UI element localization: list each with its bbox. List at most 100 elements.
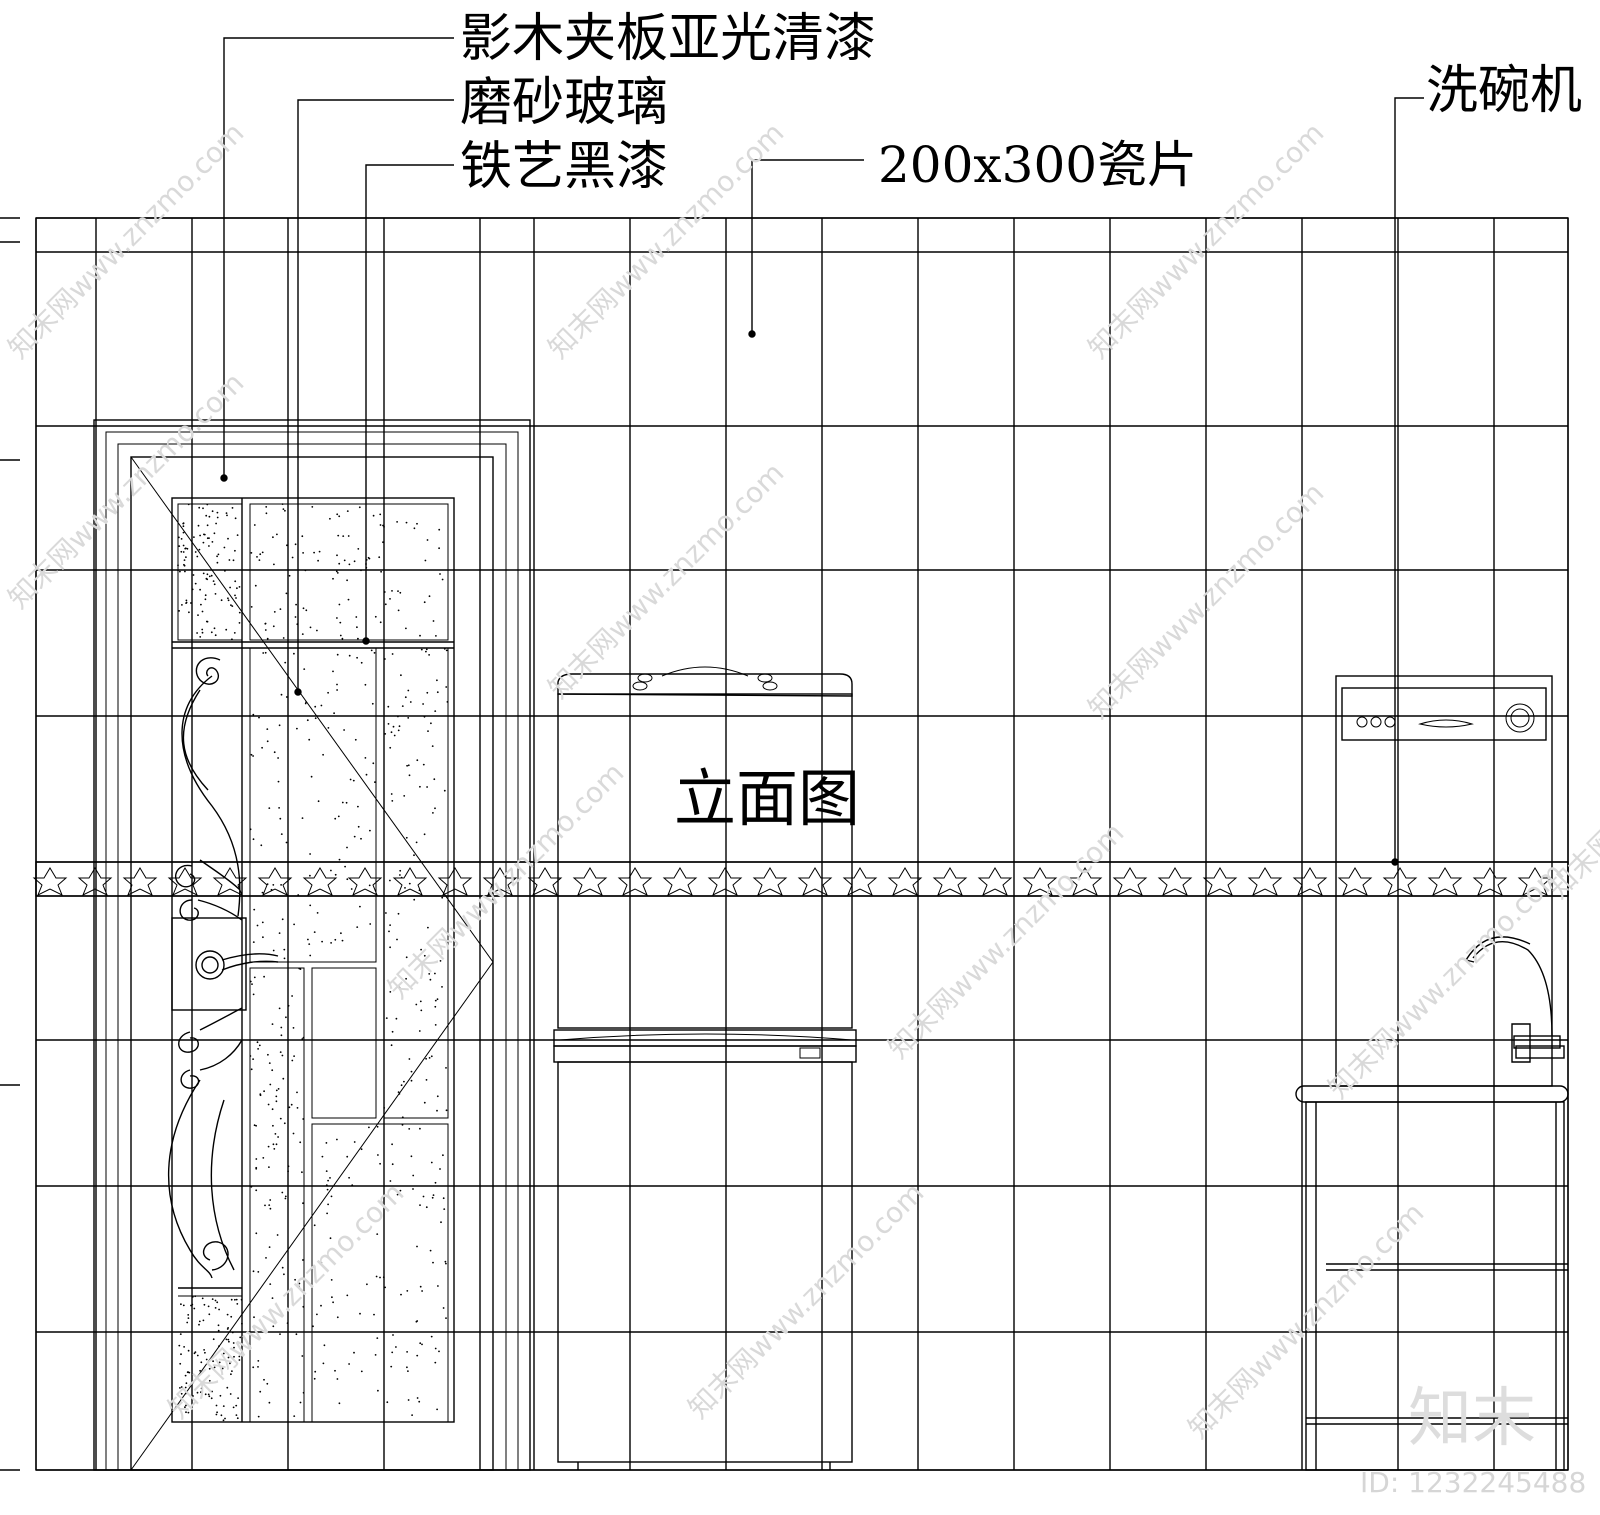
stipple-dot [313,551,315,554]
stipple-dot [187,1411,190,1414]
stipple-dot [343,729,345,731]
stipple-dot [211,541,214,543]
stipple-dot [179,1362,182,1365]
watermark-logo: 知末 [1408,1382,1536,1456]
watermark-text: 知末网www.znzmo.com [542,456,791,705]
stipple-dot [391,1163,394,1166]
stipple-dot [396,1193,399,1196]
stipple-dot [440,1221,442,1224]
stipple-dot [320,1261,323,1264]
stipple-dot [187,1317,190,1319]
stipple-dot [250,1068,253,1071]
stipple-dot [341,939,344,942]
stipple-dot [272,949,275,952]
stipple-dot [225,1338,228,1341]
stipple-dot [376,1125,379,1128]
stipple-dot [443,1208,446,1210]
stipple-dot [266,728,269,730]
stipple-dot [266,637,269,640]
stipple-dot [399,874,401,876]
star-motif [482,867,518,897]
stipple-dot [199,636,202,638]
stipple-dot [206,503,209,506]
star-motif [1382,867,1418,897]
stipple-dot [208,1313,211,1316]
stipple-dot [329,1177,331,1179]
stipple-dot [434,1024,437,1026]
stipple-dot [229,1362,231,1365]
stipple-dot [216,1301,219,1304]
stipple-dot [313,931,316,933]
stipple-dot [301,817,304,819]
stipple-dot [390,731,393,734]
stipple-dot [194,1351,197,1353]
stipple-dot [405,836,408,839]
stipple-dot [397,609,400,612]
stipple-dot [295,603,297,606]
stipple-dot [419,785,421,788]
stipple-dot [380,1201,383,1204]
stipple-dot [184,1386,187,1389]
stipple-dot [281,1191,284,1194]
stipple-dot [218,1308,221,1311]
stipple-dot [183,1346,186,1348]
stipple-dot [207,1305,210,1308]
stipple-dot [212,1338,215,1341]
stipple-dot [263,975,265,978]
stipple-dot [314,1370,317,1373]
stipple-dot [187,1314,190,1316]
stipple-dot [429,1249,432,1252]
stipple-dot [276,533,278,536]
stipple-dot [312,1325,314,1328]
stipple-dot [249,1345,252,1348]
stipple-dot [268,1246,271,1248]
stipple-dot [185,601,188,604]
stipple-dot [227,599,230,602]
stipple-dot [283,1122,286,1125]
stipple-dot [308,943,311,945]
stipple-dot [419,1285,422,1288]
stipple-dot [267,1103,270,1106]
stipple-dot [212,1360,215,1363]
stipple-dot [396,521,398,523]
stipple-dot [425,648,428,651]
stipple-dot [280,1034,283,1037]
stipple-dot [205,1358,208,1361]
stipple-dot [277,1088,280,1090]
stipple-dot [207,1393,210,1396]
stipple-dot [233,1355,235,1358]
stipple-dot [311,506,314,508]
star-motif [977,867,1013,897]
stipple-dot [439,573,441,575]
stipple-dot [348,654,351,657]
stipple-dot [383,526,385,528]
stipple-dot [274,1133,277,1135]
stipple-dot [184,570,186,573]
stipple-dot [252,993,255,996]
stipple-dot [275,1095,278,1098]
stipple-dot [299,1401,302,1404]
stipple-dot [213,627,216,630]
stipple-dot [258,716,260,719]
stipple-dot [227,537,229,540]
stipple-dot [250,753,253,756]
stipple-dot [266,1382,269,1385]
stipple-dot [200,1361,203,1364]
stipple-dot [407,1399,410,1401]
stipple-dot [438,547,440,550]
stipple-dot [256,556,258,558]
stipple-dot [231,1370,233,1372]
stipple-dot [436,1408,438,1411]
stipple-dot [314,717,317,720]
stipple-dot [397,1091,400,1093]
stipple-dot [267,1145,270,1148]
stipple-dot [180,550,183,553]
stipple-dot [203,1303,206,1306]
stipple-dot [196,1354,199,1357]
stipple-dot [284,509,286,512]
stipple-dot [182,551,185,553]
star-motif [167,867,203,897]
stipple-dot [335,570,338,573]
stipple-dot [383,1107,386,1109]
stipple-dot [273,751,276,754]
